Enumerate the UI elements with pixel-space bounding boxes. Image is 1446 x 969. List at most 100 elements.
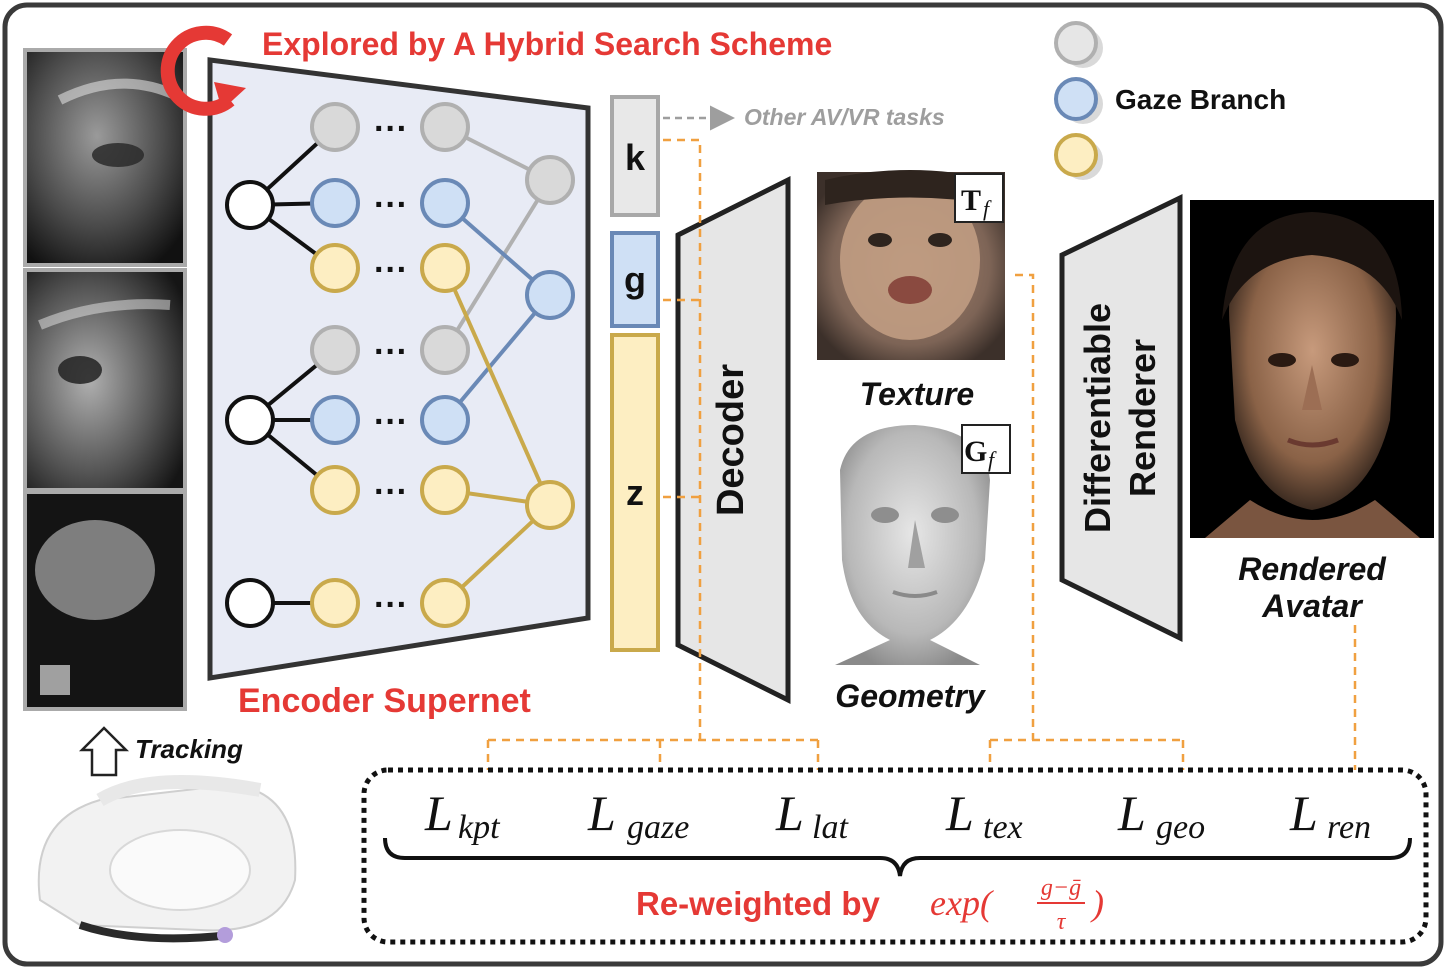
yellow-node bbox=[310, 465, 360, 515]
tracking-label: Tracking bbox=[135, 734, 243, 764]
eye-top-iris bbox=[92, 143, 144, 167]
eyebrow-top bbox=[57, 78, 178, 105]
tracking-arrow bbox=[78, 726, 130, 777]
latent-k-label: k bbox=[625, 137, 646, 178]
rendered-avatar-line1: Rendered bbox=[1238, 551, 1387, 587]
legend-yellow-node bbox=[1054, 133, 1098, 177]
loss-geo: L geo bbox=[1117, 785, 1205, 846]
loss-box bbox=[361, 767, 1429, 945]
geometry-badge-letter: G bbox=[964, 435, 987, 468]
yellow-node bbox=[310, 578, 360, 628]
loss-tex: L tex bbox=[945, 785, 1023, 846]
eyebrow-middle bbox=[38, 299, 171, 330]
ellipsis: ··· bbox=[374, 473, 408, 511]
loss-kpt: L kpt bbox=[424, 785, 501, 846]
loss-lat-sub: lat bbox=[812, 809, 849, 846]
vr-headset-image bbox=[37, 775, 297, 943]
blue-node bbox=[420, 395, 470, 445]
loss-ren-sub: ren bbox=[1327, 809, 1371, 846]
loss-gaze-main: L bbox=[587, 785, 616, 841]
legend-gaze-branch: Gaze Branch bbox=[1115, 84, 1286, 115]
input-node-1 bbox=[225, 180, 275, 230]
input-node-3 bbox=[225, 578, 275, 628]
mouth-chin bbox=[35, 520, 155, 620]
curly-brace bbox=[383, 837, 1412, 877]
eye-middle-iris bbox=[58, 356, 102, 384]
gray-node bbox=[310, 325, 360, 375]
gray-node bbox=[310, 102, 360, 152]
geometry-caption: Geometry bbox=[835, 678, 987, 714]
latent-z-label: z bbox=[626, 472, 644, 513]
yellow-node bbox=[310, 243, 360, 293]
renderer-label-line1: Differentiable bbox=[1077, 303, 1118, 533]
loss-gaze: L gaze bbox=[587, 785, 689, 846]
texture-caption: Texture bbox=[860, 376, 974, 412]
rendered-avatar-line2: Avatar bbox=[1261, 588, 1363, 624]
yellow-node bbox=[420, 578, 470, 628]
loss-kpt-main: L bbox=[424, 785, 453, 841]
decoder-shape bbox=[675, 175, 791, 705]
rendered-avatar-image bbox=[1190, 200, 1434, 538]
headset-strap bbox=[40, 665, 70, 695]
loss-ren-main: L bbox=[1289, 785, 1318, 841]
camera-images bbox=[23, 48, 187, 711]
latent-boxes: k g z bbox=[610, 95, 660, 652]
loss-geo-main: L bbox=[1117, 785, 1146, 841]
texture-image bbox=[817, 170, 1005, 360]
texture-badge-sub: f bbox=[983, 196, 992, 221]
texture-badge-letter: T bbox=[961, 184, 981, 217]
ellipsis: ··· bbox=[374, 110, 408, 148]
loss-lat: L lat bbox=[775, 785, 849, 846]
loss-ren: L ren bbox=[1289, 785, 1371, 846]
latent-box-g bbox=[610, 231, 660, 328]
renderer-label-line2: Renderer bbox=[1122, 339, 1163, 497]
geometry-badge-sub: f bbox=[988, 447, 997, 472]
ellipsis: ··· bbox=[374, 333, 408, 371]
latent-box-z bbox=[610, 333, 660, 652]
reweight-close: ) bbox=[1090, 883, 1104, 923]
ellipsis-group: ··· ··· ··· ··· ··· ··· ··· bbox=[374, 110, 408, 624]
reweight-denominator: τ bbox=[1057, 909, 1067, 935]
geometry-image bbox=[815, 422, 1013, 670]
gray-output-node bbox=[525, 155, 575, 205]
ellipsis: ··· bbox=[374, 586, 408, 624]
texture-badge bbox=[954, 173, 1004, 223]
loss-gaze-sub: gaze bbox=[627, 809, 689, 846]
loss-tex-sub: tex bbox=[983, 809, 1023, 846]
latent-g-label: g bbox=[624, 259, 646, 300]
loss-geo-sub: geo bbox=[1156, 809, 1205, 846]
geometry-badge bbox=[961, 424, 1011, 474]
input-node-2 bbox=[225, 395, 275, 445]
latent-box-k bbox=[610, 95, 660, 217]
network-nodes bbox=[225, 102, 575, 628]
reweight-expression: Re-weighted by exp( g−ḡ τ ) bbox=[636, 875, 1104, 935]
yellow-output-node bbox=[525, 480, 575, 530]
reweight-func: exp( bbox=[930, 883, 994, 923]
loss-terms: L kpt L gaze L lat L tex L geo L ren bbox=[424, 785, 1371, 846]
blue-node bbox=[420, 178, 470, 228]
blue-node bbox=[310, 178, 360, 228]
reweight-numerator: g−ḡ bbox=[1041, 875, 1081, 901]
loss-kpt-sub: kpt bbox=[458, 809, 501, 846]
ellipsis: ··· bbox=[374, 251, 408, 289]
ellipsis: ··· bbox=[374, 403, 408, 441]
blue-output-node bbox=[525, 270, 575, 320]
gray-node bbox=[420, 325, 470, 375]
gray-node bbox=[420, 102, 470, 152]
encoder-label: Encoder Supernet bbox=[238, 682, 531, 720]
refresh-arrow-icon bbox=[160, 25, 246, 116]
legend: Gaze Branch bbox=[1054, 21, 1286, 180]
renderer-shape bbox=[1059, 194, 1183, 643]
title: Explored by A Hybrid Search Scheme bbox=[262, 26, 832, 62]
yellow-node bbox=[420, 465, 470, 515]
encoder-supernet-shape bbox=[207, 57, 591, 681]
loss-tex-main: L bbox=[945, 785, 974, 841]
blue-node bbox=[310, 395, 360, 445]
loss-lat-main: L bbox=[775, 785, 804, 841]
orange-connectors bbox=[483, 138, 1375, 801]
legend-gray-node bbox=[1054, 21, 1098, 65]
legend-blue-node bbox=[1054, 77, 1098, 121]
yellow-node bbox=[420, 243, 470, 293]
ellipsis: ··· bbox=[374, 186, 408, 224]
